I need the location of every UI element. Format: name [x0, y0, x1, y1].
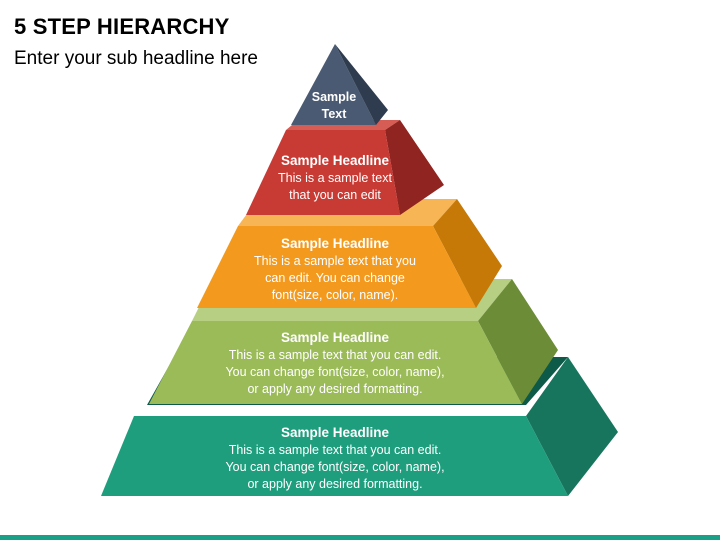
level-4-side-face — [478, 279, 558, 404]
level-3-text-line: This is a sample text that you — [254, 254, 416, 268]
level-4-text-line: or apply any desired formatting. — [247, 382, 423, 396]
level-2-front-face — [246, 130, 400, 215]
level-1-text: Text — [321, 107, 347, 121]
level-3-text-line: font(size, color, name). — [271, 288, 399, 302]
level-1-front-face — [291, 44, 376, 125]
level-2-headline: Sample Headline — [280, 153, 390, 168]
level-3-label: Sample Headline This is a sample text th… — [225, 235, 445, 304]
level-2-label: Sample Headline This is a sample text th… — [255, 152, 415, 204]
pyramid-level-1 — [291, 44, 388, 125]
level-3-headline: Sample Headline — [280, 236, 390, 251]
level-3-front-face — [197, 226, 476, 308]
page-subtitle: Enter your sub headline here — [14, 48, 258, 69]
level-5-front-face — [101, 416, 568, 496]
level-1-side-face — [335, 44, 388, 125]
bottom-accent-bar — [0, 535, 720, 540]
level-1-headline: Sample — [311, 90, 357, 104]
level-1-label: Sample Text — [296, 89, 372, 123]
level-3-text-line: can edit. You can change — [265, 271, 405, 285]
level-4-text-line: You can change font(size, color, name), — [225, 365, 445, 379]
level-4-front-face — [149, 321, 522, 404]
level-4-text-line: This is a sample text that you can edit. — [228, 348, 442, 362]
level-5-text-line: or apply any desired formatting. — [247, 477, 423, 491]
level-2-text-line: that you can edit — [289, 188, 381, 202]
level-5-label: Sample Headline This is a sample text th… — [190, 424, 480, 493]
level-5-headline: Sample Headline — [280, 425, 390, 440]
level-5-side-face — [526, 357, 618, 496]
level-5-text-line: This is a sample text that you can edit. — [228, 443, 442, 457]
level-4-headline: Sample Headline — [280, 330, 390, 345]
page-title: 5 STEP HIERARCHY — [14, 14, 230, 39]
level-2-side-face — [385, 120, 444, 215]
level-4-label: Sample Headline This is a sample text th… — [190, 329, 480, 398]
level-2-text-line: This is a sample text — [278, 171, 392, 185]
level-5-text-line: You can change font(size, color, name), — [225, 460, 445, 474]
level-3-side-face — [433, 199, 502, 308]
